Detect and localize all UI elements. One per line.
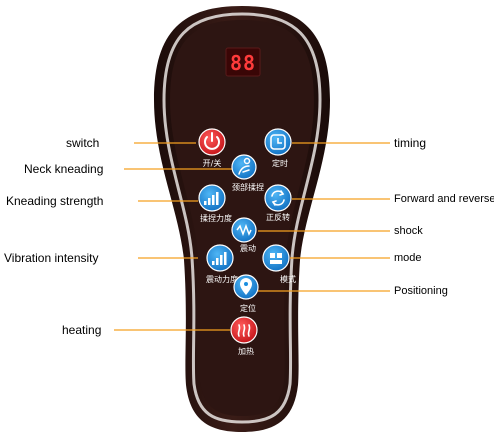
callout-mode: mode [394, 252, 422, 264]
rotate-arrows-icon [271, 190, 285, 206]
neck-kneading-button[interactable]: 颈部揉捏 [231, 154, 264, 192]
signal-bars-icon [212, 252, 227, 265]
positioning-button[interactable]: 定位 [233, 274, 259, 313]
power-icon [204, 132, 220, 150]
timing-button-label: 定时 [272, 158, 288, 168]
positioning-button-label: 定位 [240, 303, 256, 313]
heating-button[interactable]: 加热 [230, 316, 258, 356]
kneading-strength-button[interactable]: 揉捏力度 [198, 184, 232, 223]
shock-button[interactable]: 震动 [231, 217, 257, 253]
heat-icon [237, 324, 251, 337]
vibration-intensity-button-label: 震动力度 [206, 274, 238, 284]
callout-timing: timing [394, 136, 427, 150]
kneading-strength-button-label: 揉捏力度 [200, 213, 232, 223]
vibration-wave-icon [236, 223, 252, 237]
led-display-digits: 88 [230, 51, 256, 75]
timing-button[interactable]: 定时 [264, 128, 292, 168]
clock-icon [270, 134, 286, 150]
forward-reverse-button[interactable]: 正反转 [264, 184, 292, 222]
switch-button[interactable]: 开/关 [198, 128, 226, 168]
remote-rim [162, 12, 322, 424]
leader-lines [114, 142, 390, 331]
location-pin-icon [240, 278, 252, 295]
callout-heating: heating [62, 323, 102, 337]
neck-kneading-button-label: 颈部揉捏 [232, 182, 264, 192]
callout-vibration-intensity: Vibration intensity [4, 251, 99, 265]
shock-button-label: 震动 [240, 243, 256, 253]
callout-positioning: Positioning [394, 285, 448, 297]
heating-button-label: 加热 [238, 346, 254, 356]
neck-massage-icon [238, 157, 251, 175]
forward-reverse-button-label: 正反转 [266, 212, 290, 222]
signal-bars-icon [204, 192, 219, 205]
vibration-intensity-button[interactable]: 震动力度 [206, 244, 238, 284]
callout-forward-reverse: Forward and reverse [394, 193, 494, 205]
callout-shock: shock [394, 225, 423, 237]
led-display [225, 47, 261, 77]
mode-icon [270, 253, 282, 264]
mode-button[interactable]: 模式 [262, 244, 296, 284]
callout-switch: switch [66, 136, 100, 150]
mode-button-label: 模式 [280, 274, 296, 284]
callout-kneading-strength: Kneading strength [6, 194, 104, 208]
callout-neck-kneading: Neck kneading [24, 162, 104, 176]
switch-button-label: 开/关 [203, 158, 222, 168]
